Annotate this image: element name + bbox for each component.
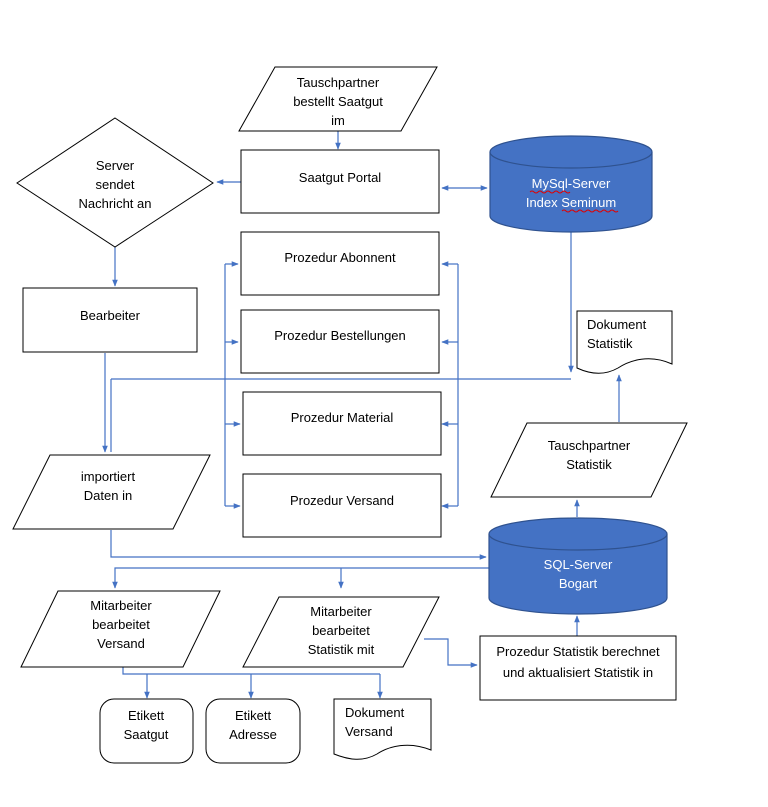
bearbeiter-label: Bearbeiter (80, 308, 141, 323)
importiert-daten-line-1: importiert (81, 469, 136, 484)
mitarbeiter-versand-line-3: Versand (97, 636, 145, 651)
spellcheck-underline-mysql (529, 190, 571, 194)
node-tauschpartner-statistik: Tauschpartner Statistik (490, 422, 688, 498)
node-dokument-versand: Dokument Versand (333, 698, 432, 760)
prozedur-versand-label: Prozedur Versand (290, 493, 394, 508)
etikett-adresse-line-1: Etikett (235, 708, 272, 723)
server-sendet-line-1: Server (96, 158, 135, 173)
etikett-adresse-line-2: Adresse (229, 727, 277, 742)
tauschpartner-bestellt-line-3: im (331, 113, 345, 128)
connector-mitarbeiter-to-prozedur-statistik (424, 638, 478, 668)
node-server-sendet: Server sendet Nachricht an (16, 117, 214, 248)
node-importiert-daten: importiert Daten in (12, 454, 211, 530)
node-etikett-adresse: Etikett Adresse (205, 698, 301, 764)
mitarbeiter-statistik-line-3: Statistik mit (308, 642, 375, 657)
dokument-statistik-line-2: Statistik (587, 336, 633, 351)
saatgut-portal-label: Saatgut Portal (299, 170, 381, 185)
etikett-saatgut-line-1: Etikett (128, 708, 165, 723)
node-mitarbeiter-versand: Mitarbeiter bearbeitet Versand (20, 590, 221, 668)
node-bearbeiter: Bearbeiter (22, 287, 198, 353)
connector-versand-start (122, 667, 147, 675)
node-mysql-server: MySql-Server Index Seminum (489, 135, 653, 233)
mitarbeiter-statistik-line-1: Mitarbeiter (310, 604, 372, 619)
mitarbeiter-versand-line-2: bearbeitet (92, 617, 150, 632)
dokument-versand-line-2: Versand (345, 724, 393, 739)
node-prozedur-bestellungen: Prozedur Bestellungen (240, 309, 440, 374)
node-tauschpartner-bestellt: Tauschpartner bestellt Saatgut im (238, 66, 438, 132)
node-etikett-saatgut: Etikett Saatgut (99, 698, 194, 764)
tauschpartner-bestellt-line-2: bestellt Saatgut (293, 94, 383, 109)
dokument-versand-line-1: Dokument (345, 705, 405, 720)
prozedur-statistik-line-2: und aktualisiert Statistik in (503, 665, 653, 680)
server-sendet-line-3: Nachricht an (79, 196, 152, 211)
tauschpartner-statistik-line-2: Statistik (566, 457, 612, 472)
connectors (102, 131, 622, 699)
tauschpartner-statistik-line-1: Tauschpartner (548, 438, 631, 453)
node-saatgut-portal: Saatgut Portal (240, 149, 440, 214)
connector-sql-to-mitarbeiter-versand (112, 567, 489, 589)
prozedur-statistik-line-1: Prozedur Statistik berechnet (496, 644, 660, 659)
mysql-server-line-2: Index Seminum (526, 195, 616, 210)
etikett-saatgut-line-2: Saatgut (124, 727, 169, 742)
prozedur-abonnent-label: Prozedur Abonnent (284, 250, 396, 265)
connector-importiert-to-sql (110, 530, 487, 560)
mitarbeiter-versand-line-1: Mitarbeiter (90, 598, 152, 613)
node-sql-server-bogart: SQL-Server Bogart (488, 517, 668, 615)
node-mitarbeiter-statistik: Mitarbeiter bearbeitet Statistik mit (242, 596, 440, 668)
tauschpartner-bestellt-line-1: Tauschpartner (297, 75, 380, 90)
importiert-daten-line-2: Daten in (84, 488, 132, 503)
mysql-server-line-1: MySql-Server (532, 176, 611, 191)
node-prozedur-versand: Prozedur Versand (242, 473, 442, 538)
sql-server-line-2: Bogart (559, 576, 598, 591)
node-prozedur-statistik: Prozedur Statistik berechnet und aktuali… (479, 635, 677, 701)
spellcheck-underline-seminum (561, 209, 619, 213)
node-dokument-statistik: Dokument Statistik (576, 310, 673, 374)
mitarbeiter-statistik-line-2: bearbeitet (312, 623, 370, 638)
sql-server-line-1: SQL-Server (544, 557, 613, 572)
prozedur-material-label: Prozedur Material (291, 410, 394, 425)
dokument-statistik-line-1: Dokument (587, 317, 647, 332)
server-sendet-line-2: sendet (95, 177, 134, 192)
node-prozedur-material: Prozedur Material (242, 391, 442, 456)
node-prozedur-abonnent: Prozedur Abonnent (240, 231, 440, 296)
prozedur-bestellungen-label: Prozedur Bestellungen (274, 328, 406, 343)
